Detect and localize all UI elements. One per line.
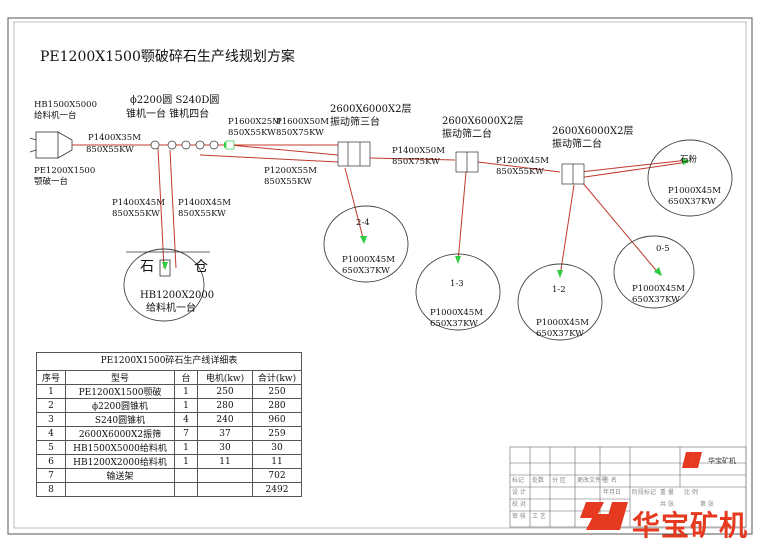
header-model: 型号 bbox=[65, 370, 175, 385]
conveyor-c6-power: 850X55KW bbox=[496, 167, 544, 177]
screen2-label-desc: 振动筛二台 bbox=[442, 129, 492, 140]
conveyor-c6-model: P1200X45M bbox=[496, 156, 549, 166]
cone-label-desc: 锥机一台 锥机四台 bbox=[126, 109, 210, 120]
screen2-label-model: 2600X6000X2层 bbox=[442, 116, 524, 127]
tb-cell-review: 审 核 bbox=[512, 513, 526, 520]
tb-cell-date: 年月日 bbox=[603, 489, 622, 496]
tb-cell-change: 更改文件号 bbox=[577, 477, 608, 484]
conveyor-c4-model: P1200X55M bbox=[264, 166, 317, 176]
conveyor-c5-power: 850X75KW bbox=[392, 157, 440, 167]
bin-label-right: 仓 bbox=[194, 259, 208, 275]
brand-name: 华宝矿机 bbox=[632, 509, 749, 542]
tb-cell-stage: 阶段标记 bbox=[632, 489, 657, 496]
conveyor-c4-power: 850X55KW bbox=[264, 177, 312, 187]
pile-0-5-power: 650X37KW bbox=[632, 295, 680, 305]
feeder-bottom-label-desc: 给料机一台 bbox=[146, 303, 196, 314]
header-qty: 台 bbox=[174, 370, 198, 385]
conveyor-c1-model: P1400X35M bbox=[88, 133, 141, 143]
pile-2-4-power: 650X37KW bbox=[342, 266, 390, 276]
pile-0-5-model: P1000X45M bbox=[632, 284, 685, 294]
screen3-label-desc: 振动筛二台 bbox=[552, 139, 602, 150]
vibrating-screens bbox=[337, 141, 585, 185]
tb-cell-zone: 分 区 bbox=[552, 477, 566, 484]
spec-table-caption: PE1200X1500碎石生产线详细表 bbox=[36, 352, 302, 370]
pile-1-3-model: P1000X45M bbox=[430, 308, 483, 318]
pile-label-1-3: 1-3 bbox=[450, 279, 464, 289]
header-total: 合计(kw) bbox=[252, 370, 302, 385]
conveyor-c7-model: P1400X45M bbox=[112, 198, 165, 208]
screen1-label-desc: 振动筛三台 bbox=[330, 117, 380, 128]
conveyor-c5-model: P1400X50M bbox=[392, 146, 445, 156]
tb-cell-scale: 比 例 bbox=[684, 489, 698, 496]
tb-cell-process: 工 艺 bbox=[532, 513, 546, 520]
drawing-title: PE1200X1500颚破碎石生产线规划方案 bbox=[40, 49, 295, 65]
jaw-crusher-symbol bbox=[29, 131, 73, 159]
huabao-logo-icon bbox=[580, 452, 702, 530]
header-no: 序号 bbox=[36, 370, 66, 385]
pile-1-2-model: P1000X45M bbox=[536, 318, 589, 328]
flow-arrows bbox=[162, 142, 690, 278]
conveyor-c8-power: 850X55KW bbox=[178, 209, 226, 219]
screen3-label-model: 2600X6000X2层 bbox=[552, 126, 634, 137]
conveyor-c3-power: 850X75KW bbox=[276, 128, 324, 138]
header-motor: 电机(kw) bbox=[197, 370, 253, 385]
feeder-bottom-label-model: HB1200X2000 bbox=[140, 290, 215, 301]
tb-cell-count: 处数 bbox=[532, 477, 545, 484]
conveyor-c1-power: 850X55KW bbox=[86, 145, 134, 155]
conveyor-c7-power: 850X55KW bbox=[112, 209, 160, 219]
outer-frame bbox=[7, 17, 753, 535]
conveyor-c3-model: P1600X50M bbox=[276, 117, 329, 127]
tb-cell-mark: 标记 bbox=[512, 477, 525, 484]
title-block-company-name: 华宝矿机 bbox=[708, 457, 736, 465]
pile-label-2-4: 2-4 bbox=[356, 218, 370, 228]
bin-label-left: 石 bbox=[140, 259, 154, 275]
cone-label-model: ϕ2200圆 S240D圆 bbox=[130, 95, 220, 106]
bin-symbol bbox=[126, 251, 210, 277]
tb-cell-weight: 重 量 bbox=[660, 489, 674, 496]
tb-cell-check: 校 对 bbox=[512, 501, 526, 508]
tb-cell-total-sheets: 共 张 bbox=[660, 501, 674, 508]
equipment-spec-table: PE1200X1500碎石生产线详细表 序号 型号 台 电机(kw) 合计(kw… bbox=[36, 352, 302, 497]
cone-crushers bbox=[150, 140, 235, 150]
pile-label-1-2: 1-2 bbox=[552, 285, 566, 295]
pile-1-2-power: 650X37KW bbox=[536, 329, 584, 339]
tb-cell-sheet-no: 第 张 bbox=[700, 501, 714, 508]
conveyor-c2-power: 850X55KW bbox=[228, 128, 276, 138]
conveyor-c8-model: P1400X45M bbox=[178, 198, 231, 208]
feeder-top-label-model: HB1500X5000 bbox=[34, 100, 97, 110]
pile-stone-powder-model: P1000X45M bbox=[668, 186, 721, 196]
title-block-frame bbox=[509, 446, 747, 528]
jaw-label-model: PE1200X1500 bbox=[34, 166, 96, 176]
inner-frame bbox=[13, 21, 747, 529]
conveyor-c2-model: P1600X25M bbox=[228, 117, 281, 127]
stockpiles bbox=[123, 139, 733, 341]
pile-2-4-model: P1000X45M bbox=[342, 255, 395, 265]
screen1-label-model: 2600X6000X2层 bbox=[330, 104, 412, 115]
tb-cell-sign: 签 名 bbox=[603, 477, 617, 484]
pile-stone-powder-power: 650X37KW bbox=[668, 197, 716, 207]
table-header-row: 序号 型号 台 电机(kw) 合计(kw) bbox=[36, 370, 302, 385]
feeder-top-label-desc: 给料机一台 bbox=[34, 111, 77, 121]
pile-label-stone-powder: 石粉 bbox=[680, 155, 698, 165]
pile-1-3-power: 650X37KW bbox=[430, 319, 478, 329]
tb-cell-design: 设 计 bbox=[512, 489, 526, 496]
flow-lines bbox=[72, 144, 689, 277]
jaw-label-desc: 颚破一台 bbox=[34, 177, 69, 187]
pile-label-0-5: 0-5 bbox=[656, 244, 670, 254]
